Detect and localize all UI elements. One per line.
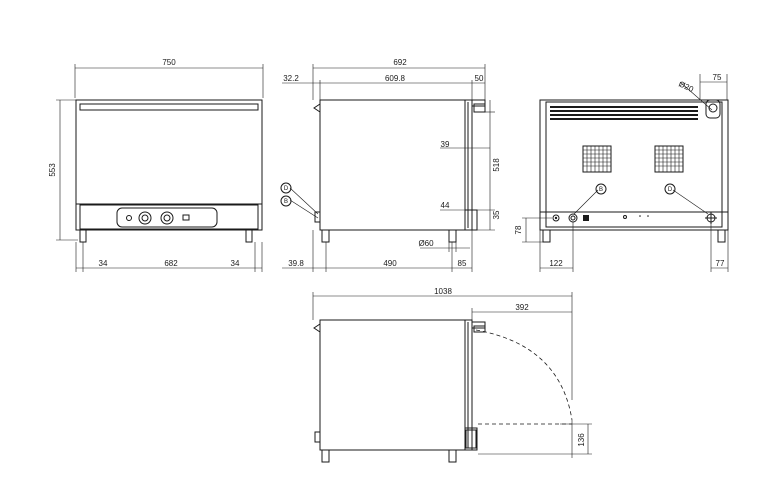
dim-side-leg-diameter: Ø60 bbox=[418, 239, 434, 248]
dim-back-left-offset: 122 bbox=[549, 259, 563, 268]
front-body bbox=[75, 99, 263, 231]
dim-back-flue-offset: 75 bbox=[713, 73, 722, 82]
front-leg-left bbox=[79, 229, 87, 243]
dim-open-door-swing: 392 bbox=[515, 303, 529, 312]
back-water-inlet bbox=[552, 214, 560, 222]
front-knob-right bbox=[160, 211, 174, 225]
dim-side-front-offset: 32.2 bbox=[283, 74, 299, 83]
front-switch bbox=[182, 214, 190, 221]
front-handle-bar bbox=[79, 103, 259, 111]
dim-side-front-leg: 39.8 bbox=[288, 259, 304, 268]
dim-front-between-legs: 682 bbox=[164, 259, 178, 268]
tag-d-side bbox=[280, 182, 292, 194]
back-flue bbox=[705, 99, 721, 119]
front-knob-left bbox=[138, 211, 152, 225]
front-indicator-light bbox=[126, 215, 132, 221]
back-view: 75 Ø20 bbox=[514, 73, 729, 272]
open-door-view: 1038 392 136 bbox=[312, 287, 592, 463]
side-rear-connection bbox=[314, 211, 321, 223]
door-swing-arc bbox=[475, 329, 573, 421]
tag-b-side bbox=[280, 195, 292, 207]
open-leg-rear bbox=[321, 449, 330, 463]
back-body bbox=[539, 99, 729, 231]
dim-side-body-height: 518 bbox=[492, 158, 501, 172]
svg-text:D: D bbox=[668, 187, 673, 193]
back-top-vents bbox=[550, 106, 698, 120]
back-leg-right bbox=[717, 229, 726, 243]
dim-side-total-depth: 692 bbox=[393, 58, 407, 67]
side-view: 692 32.2 609.8 50 39 518 44 bbox=[280, 58, 501, 272]
front-view: 750 553 34 682 34 bbox=[48, 58, 264, 272]
dim-front-leg-left: 34 bbox=[99, 259, 108, 268]
dim-side-lower-44: 44 bbox=[441, 201, 450, 210]
side-leg-front bbox=[448, 229, 457, 243]
back-vent-grille-right bbox=[654, 145, 684, 173]
dim-side-handle-offset: 39 bbox=[441, 140, 450, 149]
dim-side-lower-35: 35 bbox=[492, 210, 501, 219]
dim-back-connection-height: 78 bbox=[514, 225, 523, 234]
side-body bbox=[319, 99, 466, 231]
dim-front-width: 750 bbox=[162, 58, 176, 67]
dim-side-rear-offset: 50 bbox=[475, 74, 484, 83]
back-connection-b bbox=[568, 213, 578, 223]
open-leg-front bbox=[448, 449, 457, 463]
dim-open-door-height: 136 bbox=[577, 433, 586, 447]
tag-b-back bbox=[595, 183, 607, 195]
dim-back-flue-diameter: Ø20 bbox=[677, 79, 695, 94]
front-leg-right bbox=[245, 229, 253, 243]
back-vent-grille-left bbox=[582, 145, 612, 173]
svg-text:B: B bbox=[284, 199, 288, 205]
dim-front-height: 553 bbox=[48, 163, 57, 177]
front-control-plate bbox=[116, 207, 218, 228]
tag-d-back bbox=[664, 183, 676, 195]
dim-side-between-legs: 490 bbox=[383, 259, 397, 268]
svg-text:B: B bbox=[599, 187, 603, 193]
side-leg-rear bbox=[321, 229, 330, 243]
dim-front-leg-right: 34 bbox=[231, 259, 240, 268]
svg-text:D: D bbox=[284, 186, 289, 192]
dim-side-rear-leg: 85 bbox=[458, 259, 467, 268]
dim-open-total-depth: 1038 bbox=[434, 287, 452, 296]
open-body bbox=[319, 319, 466, 451]
back-leg-left bbox=[542, 229, 551, 243]
dim-back-right-offset: 77 bbox=[716, 259, 725, 268]
dim-side-body-depth: 609.8 bbox=[385, 74, 406, 83]
front-control-panel bbox=[79, 204, 259, 230]
back-terminal bbox=[583, 215, 589, 221]
